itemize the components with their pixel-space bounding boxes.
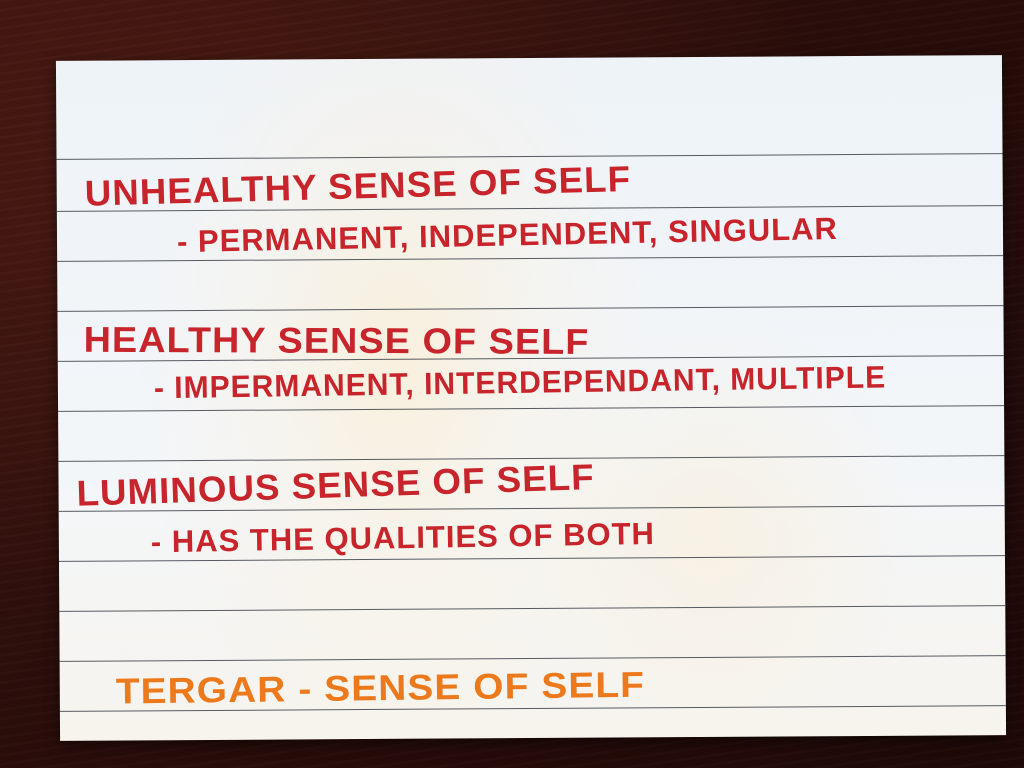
ruled-line xyxy=(57,305,1004,312)
index-card: UNHEALTHY SENSE OF SELF - PERMANENT, IND… xyxy=(55,55,1007,741)
footer-tergar-title: TERGAR - SENSE OF SELF xyxy=(115,663,646,712)
heading-luminous-sense-of-self: LUMINOUS SENSE OF SELF xyxy=(75,456,596,514)
description-healthy: - IMPERMANENT, INTERDEPENDANT, MULTIPLE xyxy=(153,359,887,406)
heading-healthy-sense-of-self: HEALTHY SENSE OF SELF xyxy=(83,318,590,362)
description-unhealthy: - PERMANENT, INDEPENDENT, SINGULAR xyxy=(176,210,839,260)
ruled-line xyxy=(58,405,1005,412)
ruled-line xyxy=(56,153,1003,160)
heading-unhealthy-sense-of-self: UNHEALTHY SENSE OF SELF xyxy=(84,157,632,214)
ruled-line xyxy=(59,655,1006,662)
description-luminous: - HAS THE QUALITIES OF BOTH xyxy=(150,515,656,560)
ruled-line xyxy=(59,605,1006,612)
